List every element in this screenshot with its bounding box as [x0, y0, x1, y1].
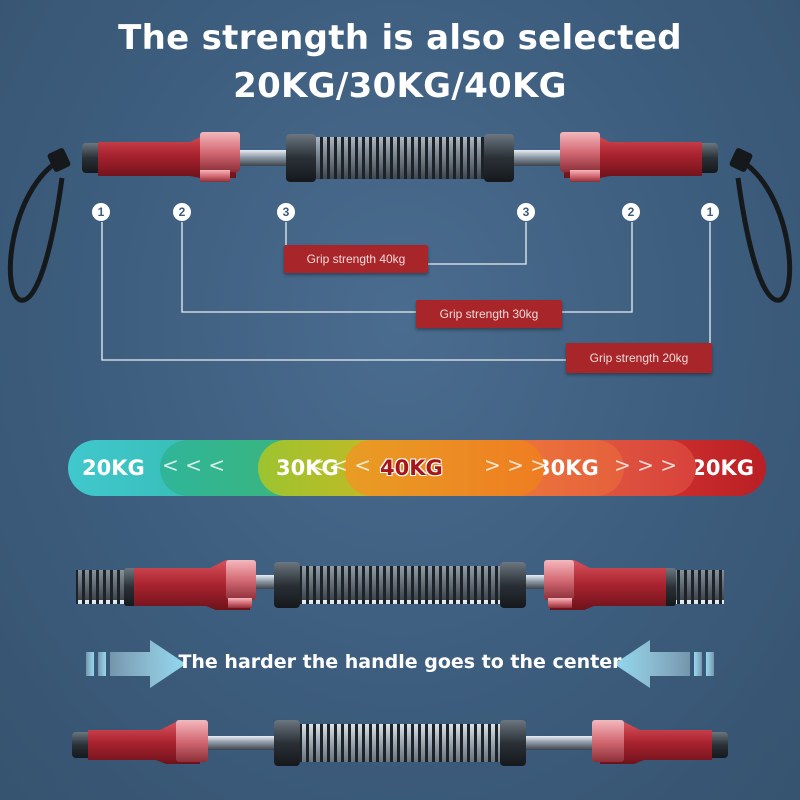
chevrons-left-2-icon: < < <: [308, 453, 371, 477]
marker-right-2: 2: [622, 203, 640, 221]
instruction-caption: The harder the handle goes to the center: [178, 651, 622, 673]
callout-grip-40kg: Grip strength 40kg: [284, 245, 428, 273]
chevrons-right-2-icon: > > >: [614, 453, 677, 477]
callout-grip-20kg: Grip strength 20kg: [566, 343, 712, 373]
left-arrow-icon: [86, 640, 186, 688]
left-strap: [7, 157, 65, 303]
right-arrow-icon: [614, 640, 714, 688]
bottom-grip-bar: [72, 720, 728, 766]
callout-grip-30kg: Grip strength 30kg: [416, 300, 562, 328]
marker-left-3: 3: [277, 203, 295, 221]
scale-label-40kg: 40KG: [380, 456, 443, 480]
middle-grip-bar: [76, 560, 724, 610]
scale-label-30kg-left: 30KG: [276, 456, 339, 480]
right-strap: [735, 157, 793, 303]
inward-arrows: [86, 640, 714, 688]
callout-leader-lines: [101, 222, 711, 361]
marker-left-1: 1: [92, 203, 110, 221]
marker-right-3: 3: [517, 203, 535, 221]
chevrons-left-icon: < < <: [162, 453, 225, 477]
chevrons-right-icon: > > >: [484, 453, 547, 477]
marker-right-1: 1: [701, 203, 719, 221]
scale-label-20kg-left: 20KG: [82, 456, 145, 480]
scale-label-30kg-right: 30KG: [536, 456, 599, 480]
marker-left-2: 2: [173, 203, 191, 221]
scale-segment-40kg: 40KG: [344, 440, 544, 496]
headline-line-2: 20KG/30KG/40KG: [233, 66, 567, 106]
scale-label-20kg-right: 20KG: [691, 456, 754, 480]
headline-line-1: The strength is also selected: [118, 18, 682, 58]
top-grip-bar: [7, 132, 793, 303]
